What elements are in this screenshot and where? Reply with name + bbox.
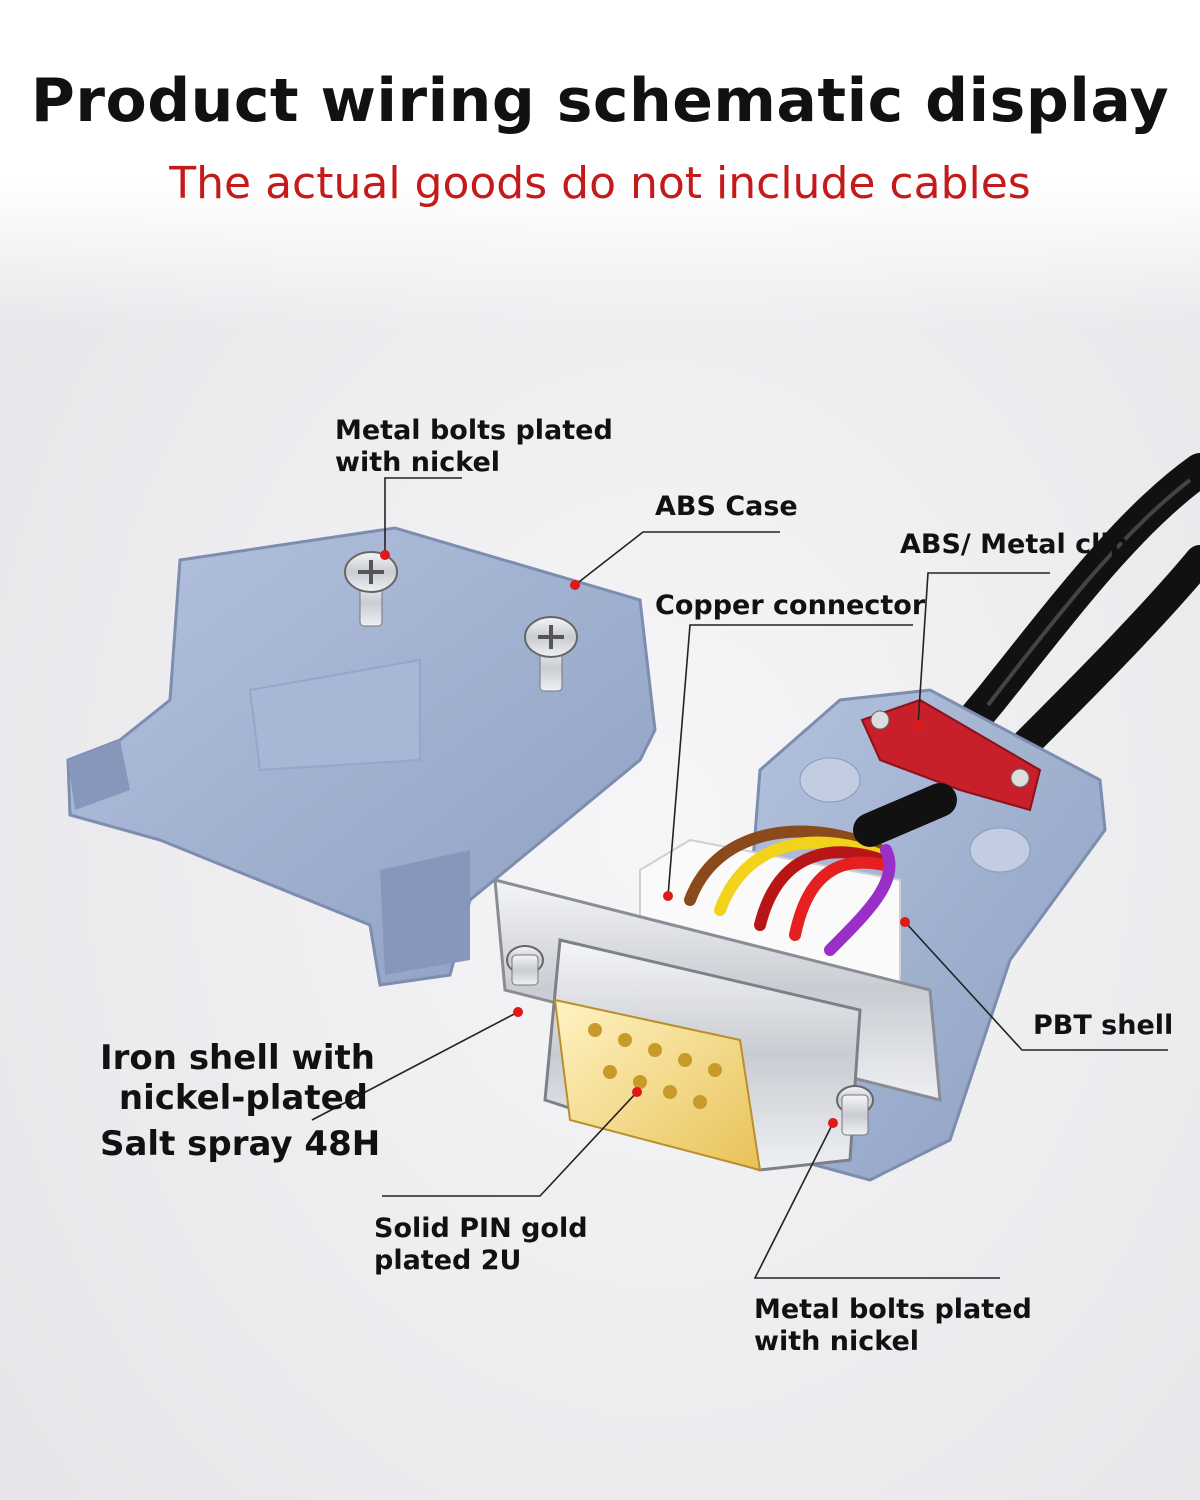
marker-dots [380,550,923,1128]
screw-icon [524,616,578,692]
abs-case-lid [66,526,657,987]
callout-abs-case: ABS Case [655,491,798,522]
callout-line: Solid PIN gold [374,1213,588,1244]
callout-abs-metal-clip: ABS/ Metal clip [900,529,1129,560]
callout-copper-connector: Copper connector [655,590,926,621]
marker-dot [913,720,923,730]
leader-lines [311,477,1168,1279]
marker-dot [570,580,580,590]
leader-line-copper [667,624,913,897]
callout-pbt-shell: PBT shell [1033,1010,1174,1041]
marker-dot [828,1118,838,1128]
marker-dot [380,550,390,560]
leader-line-abs-clip [917,572,1050,726]
marker-dot [900,917,910,927]
page-title: Product wiring schematic display [30,66,1170,136]
leader-line-bolts-top [384,477,462,555]
wire-bundle [684,783,957,956]
callout-line: Metal bolts plated [754,1294,1032,1325]
leader-line-pbt [904,921,1168,1051]
callout-metal-bolts-bottom: Metal bolts plated with nickel [754,1294,1032,1358]
leader-line-abs-case [574,531,780,586]
page-subtitle: The actual goods do not include cables [169,158,1031,209]
pin-face [553,998,762,1172]
callout-line: with nickel [754,1325,920,1357]
callout-line: nickel-plated [118,1078,368,1119]
leader-line-iron [311,1011,519,1121]
callout-line: Iron shell with [100,1038,375,1078]
callout-line: Salt spray 48H [100,1124,381,1165]
callout-metal-bolts-top: Metal bolts plated with nickel [335,415,613,479]
header-backdrop [0,0,1200,330]
callout-iron-shell: Iron shell with nickel-plated Salt spray… [100,1038,381,1165]
callout-line: with nickel [335,446,501,478]
marker-dot [632,1087,642,1097]
screw-icon [344,551,398,627]
callout-line: Metal bolts plated [335,415,613,446]
callout-solid-pin: Solid PIN gold plated 2U [374,1213,588,1277]
leader-line-bolts-bottom [753,1122,1000,1279]
screw-icon [506,945,544,986]
leader-line-pin [382,1091,638,1197]
screw-icon [836,1085,874,1136]
callout-line: plated 2U [374,1244,522,1276]
marker-dot [513,1007,523,1017]
marker-dot [663,891,673,901]
